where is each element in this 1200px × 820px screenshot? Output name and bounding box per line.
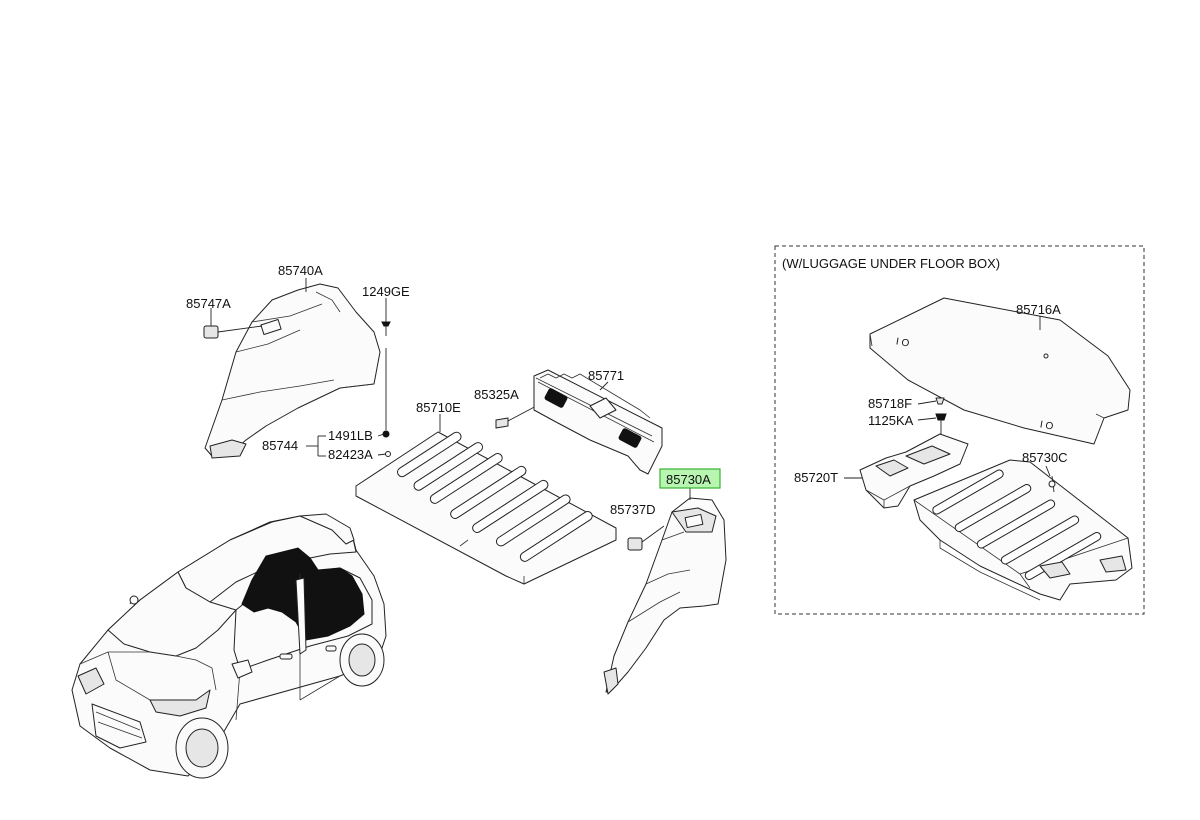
- label-85710E[interactable]: 85710E: [416, 400, 461, 415]
- label-85325A[interactable]: 85325A: [474, 387, 519, 402]
- inset-luggage-under-floor-box: [774, 245, 1145, 615]
- part-labels: 85740A 85747A 1249GE 85744 1491LB 82423A…: [186, 256, 1068, 517]
- part-85730A-quarter-trim[interactable]: [603, 497, 727, 695]
- part-85325A-clip[interactable]: [495, 403, 541, 429]
- inset-title: (W/LUGGAGE UNDER FLOOR BOX): [782, 256, 1000, 271]
- label-82423A[interactable]: 82423A: [328, 447, 373, 462]
- label-1125KA[interactable]: 1125KA: [868, 413, 914, 428]
- label-85730A[interactable]: 85730A: [666, 472, 711, 487]
- part-85740A-quarter-trim[interactable]: [204, 283, 381, 459]
- part-85720T-tray[interactable]: [859, 433, 969, 509]
- part-85710E-floor-covering[interactable]: [355, 430, 617, 585]
- part-85737D-clip[interactable]: [627, 525, 665, 551]
- svg-text:I O: I O: [1039, 419, 1054, 432]
- leader-lines: [210, 278, 1051, 500]
- part-1249GE-screw[interactable]: [381, 321, 391, 438]
- part-85771-transverse-trim[interactable]: [533, 369, 663, 475]
- label-1491LB[interactable]: 1491LB: [328, 428, 373, 443]
- svg-text:I O: I O: [895, 336, 910, 349]
- part-85718F-fastener[interactable]: [935, 397, 945, 405]
- part-82423A-fastener[interactable]: [385, 451, 391, 457]
- part-85730C-under-floor-box[interactable]: [913, 459, 1133, 601]
- label-85716A[interactable]: 85716A: [1016, 302, 1061, 317]
- vehicle-illustration: [71, 513, 387, 779]
- part-1125KA-bolt[interactable]: [935, 413, 947, 434]
- label-85720T[interactable]: 85720T: [794, 470, 838, 485]
- label-85747A[interactable]: 85747A: [186, 296, 231, 311]
- label-85730C[interactable]: 85730C: [1022, 450, 1068, 465]
- label-1249GE[interactable]: 1249GE: [362, 284, 410, 299]
- label-85737D[interactable]: 85737D: [610, 502, 656, 517]
- label-85744[interactable]: 85744: [262, 438, 298, 453]
- label-85771[interactable]: 85771: [588, 368, 624, 383]
- label-85718F[interactable]: 85718F: [868, 396, 912, 411]
- highlight-box-85730A: [659, 468, 721, 489]
- part-85716A-luggage-board[interactable]: I O I O: [869, 297, 1131, 445]
- label-85740A[interactable]: 85740A: [278, 263, 323, 278]
